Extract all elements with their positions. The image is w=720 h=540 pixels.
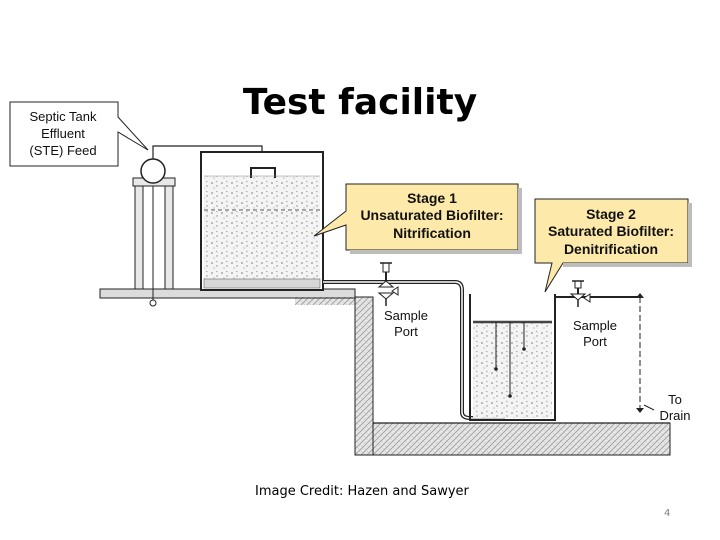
ground-structure — [99, 288, 671, 456]
feed-label-line-2: Effluent — [41, 126, 85, 141]
drain-label-line-2: Drain — [659, 408, 690, 423]
page-number: 4 — [664, 508, 671, 519]
stage1-label-line-1: Stage 1 — [407, 190, 457, 206]
stage2-label-line-2: Saturated Biofilter: — [548, 223, 674, 239]
slide-title: Test facility — [242, 82, 478, 123]
stage2-label-line-1: Stage 2 — [586, 206, 636, 222]
stage2-tank — [469, 294, 556, 421]
sample-port-2-label-line-2: Port — [583, 334, 607, 349]
feed-callout: Septic Tank Effluent (STE) Feed — [9, 101, 149, 167]
stage1-label-line-2: Unsaturated Biofilter: — [360, 207, 503, 223]
stage2-callout: Stage 2 Saturated Biofilter: Denitrifica… — [534, 198, 692, 293]
sample-port-valve-2 — [569, 280, 591, 307]
stage2-label-line-3: Denitrification — [564, 241, 658, 257]
sample-port-2-label-line-1: Sample — [573, 318, 617, 333]
sample-port-1-label-line-2: Port — [394, 324, 418, 339]
stage1-label-line-3: Nitrification — [393, 225, 471, 241]
stage1-callout: Stage 1 Unsaturated Biofilter: Nitrifica… — [313, 183, 522, 254]
stage1-tank — [200, 151, 324, 291]
sample-port-1-label-line-1: Sample — [384, 308, 428, 323]
feed-label-line-1: Septic Tank — [30, 109, 97, 124]
feed-pump-stand — [132, 145, 266, 307]
feed-pump — [140, 158, 166, 184]
image-credit: Image Credit: Hazen and Sawyer — [255, 484, 469, 499]
drain-label-line-1: To — [668, 392, 682, 407]
sample-port-valve-1 — [377, 262, 399, 306]
feed-label-line-3: (STE) Feed — [29, 143, 96, 158]
